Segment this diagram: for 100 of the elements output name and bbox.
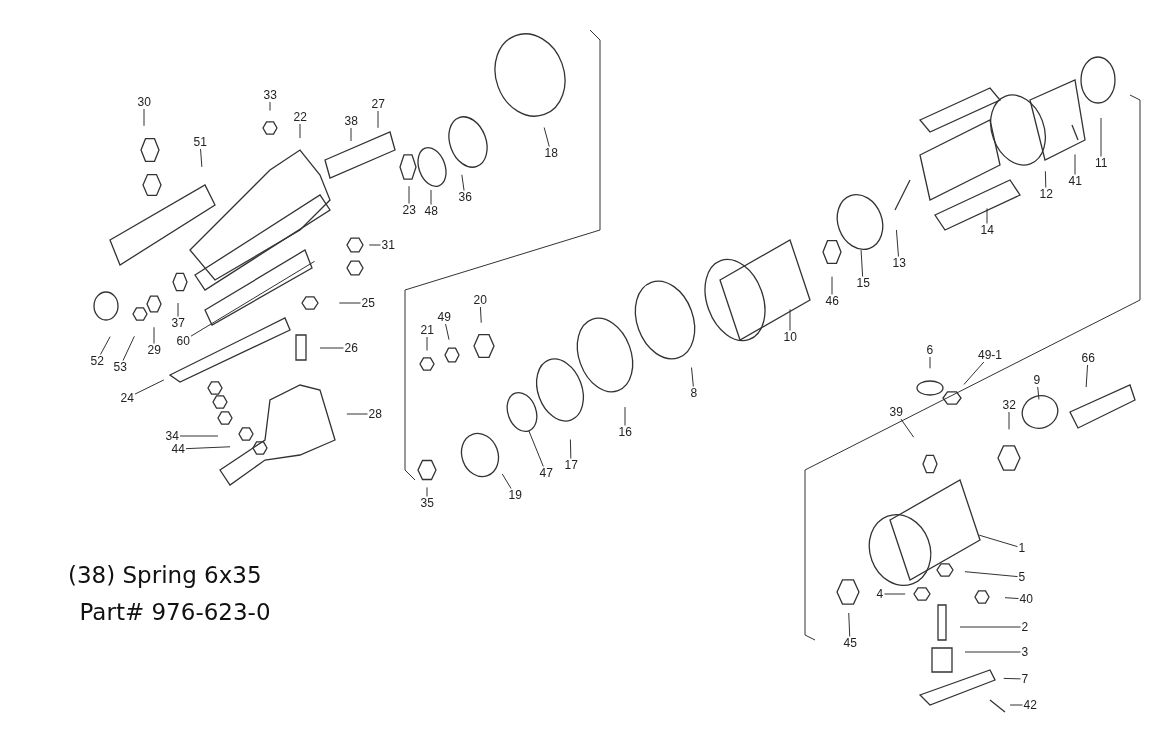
callout-number: 28: [367, 407, 383, 421]
leader-line: [978, 534, 1018, 548]
part-note: (38) Spring 6x35: [68, 561, 262, 590]
callout-number: 5: [1017, 570, 1027, 584]
leader-line: [368, 244, 381, 246]
callout-number: 11: [1094, 156, 1109, 170]
leader-line: [895, 229, 899, 257]
leader-line: [430, 189, 432, 205]
callout-number: 16: [617, 425, 633, 439]
leader-line: [501, 473, 512, 489]
callout-number: 46: [824, 294, 840, 308]
callout-number: 15: [855, 276, 871, 290]
callout-number: 53: [112, 360, 128, 374]
leader-line: [624, 406, 626, 426]
callout-number: 49-1: [977, 348, 1004, 362]
callout-number: 52: [89, 354, 105, 368]
callout-number: 27: [370, 97, 386, 111]
leader-line: [789, 308, 791, 331]
callout-number: 32: [1001, 398, 1017, 412]
callout-number: 14: [979, 223, 995, 237]
callout-number: 6: [925, 343, 935, 357]
leader-line: [1037, 386, 1040, 400]
callout-number: 35: [419, 496, 435, 510]
callout-number: 39: [888, 405, 904, 419]
callout-number: 19: [507, 488, 523, 502]
callout-number: 4: [875, 587, 885, 601]
callout-number: 12: [1038, 187, 1054, 201]
leader-line: [569, 439, 572, 459]
leader-line: [884, 593, 906, 595]
callout-number: 42: [1022, 698, 1038, 712]
callout-number: 34: [164, 429, 180, 443]
leader-line: [986, 207, 988, 224]
leader-line: [346, 413, 368, 415]
leader-line: [1008, 411, 1010, 430]
leader-line: [1003, 677, 1021, 680]
callout-number: 18: [543, 146, 559, 160]
leader-line: [959, 626, 1021, 628]
callout-number: 51: [192, 135, 208, 149]
callout-number: 38: [343, 114, 359, 128]
leader-line: [1074, 153, 1076, 175]
callout-number: 60: [175, 334, 191, 348]
leader-line: [338, 302, 361, 304]
callout-number: 47: [538, 466, 554, 480]
callout-number: 1: [1017, 541, 1027, 555]
leader-line: [964, 651, 1021, 653]
leader-line: [319, 347, 344, 349]
leader-line: [1085, 364, 1089, 388]
leader-line: [190, 260, 316, 337]
leader-line: [543, 127, 550, 147]
leader-line: [200, 148, 203, 168]
leader-line: [122, 335, 135, 361]
callout-number: 30: [136, 95, 152, 109]
leader-line: [461, 174, 465, 191]
leader-line: [179, 435, 219, 437]
callout-number: 33: [262, 88, 278, 102]
callout-number: 22: [292, 110, 308, 124]
callout-number: 26: [343, 341, 359, 355]
callout-number: 66: [1080, 351, 1096, 365]
callout-number: 13: [891, 256, 907, 270]
leader-line: [1044, 170, 1047, 188]
callout-number: 20: [472, 293, 488, 307]
callout-number: 3: [1020, 645, 1030, 659]
leader-line: [269, 101, 271, 112]
leader-line: [1004, 597, 1019, 600]
leader-line: [134, 379, 165, 395]
callout-number: 21: [419, 323, 435, 337]
callout-number: 31: [380, 238, 396, 252]
callout-number: 10: [782, 330, 798, 344]
leader-line: [479, 306, 482, 324]
callout-number: 9: [1032, 373, 1042, 387]
callout-number: 45: [842, 636, 858, 650]
leader-line: [900, 418, 915, 438]
part-note: Part# 976-623-0: [79, 598, 271, 627]
leader-line: [408, 185, 410, 204]
callout-number: 37: [170, 316, 186, 330]
leader-line: [964, 571, 1018, 578]
callout-number: 25: [360, 296, 376, 310]
callout-number: 24: [119, 391, 135, 405]
leader-line: [143, 108, 145, 127]
leader-line: [1009, 704, 1023, 706]
callout-number: 29: [146, 343, 162, 357]
leader-line: [831, 276, 833, 295]
leader-line: [691, 367, 694, 387]
leader-line: [153, 326, 155, 344]
leader-line: [848, 612, 851, 637]
callout-number: 23: [401, 203, 417, 217]
callout-number: 48: [423, 204, 439, 218]
leader-line: [185, 446, 231, 450]
leader-line: [929, 356, 931, 369]
leader-line: [1100, 117, 1102, 157]
callout-number: 41: [1067, 174, 1083, 188]
leader-line: [860, 249, 864, 277]
leader-line: [377, 110, 379, 129]
leader-line: [350, 127, 352, 142]
leader-line: [100, 336, 111, 355]
leader-line: [426, 336, 428, 351]
leader-line: [963, 361, 985, 385]
leader-line: [426, 486, 428, 497]
callout-number: 8: [689, 386, 699, 400]
leader-line: [177, 302, 179, 317]
